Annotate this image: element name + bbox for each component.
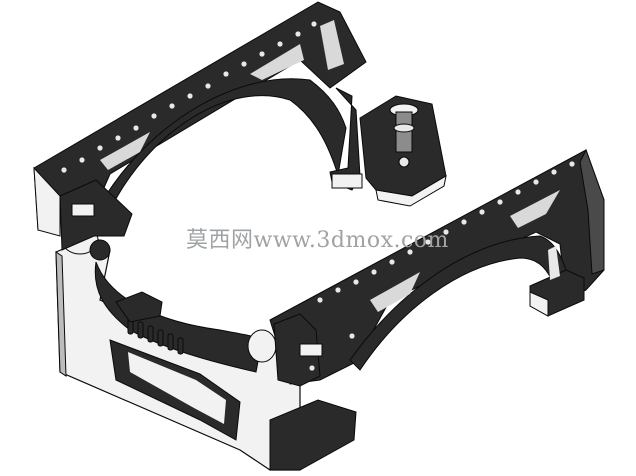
pivot-block-face — [375, 175, 447, 207]
base-window-inner — [128, 352, 226, 424]
bolt-hole-icon — [515, 189, 521, 195]
bolt-hole-icon — [151, 113, 157, 119]
rib-slot-icon — [71, 203, 95, 217]
rib-slot-icon — [100, 132, 150, 170]
bolt-hole-icon — [115, 135, 121, 141]
rib-slot-icon — [510, 190, 560, 228]
pivot-shaft-ring — [393, 123, 415, 133]
bolt-hole-icon — [133, 125, 139, 131]
front-arm-foot-face — [529, 291, 549, 317]
front-arm-end-face — [579, 148, 605, 275]
rib-slot-icon — [250, 44, 304, 80]
hinge-pivot-icon — [247, 329, 277, 363]
base-side-edge — [55, 251, 67, 377]
bolt-hole-icon — [259, 51, 265, 57]
base-tab — [115, 291, 163, 323]
bolt-hole-icon — [443, 229, 449, 235]
bolt-hole-row — [61, 21, 317, 173]
bolt-hole-icon — [187, 93, 193, 99]
bolt-hole-icon — [205, 83, 211, 89]
bolt-hole-icon — [79, 157, 85, 163]
bolt-hole-icon — [407, 249, 413, 255]
bolt-hole-icon — [425, 239, 431, 245]
bolt-hole-icon — [461, 219, 467, 225]
base-foot — [269, 399, 357, 471]
bolt-hole-icon — [389, 259, 395, 265]
bolt-hole-icon — [241, 61, 247, 67]
bolt-hole-icon — [533, 179, 539, 185]
center-pivot-block[interactable] — [359, 95, 447, 207]
bolt-hole-icon — [277, 41, 283, 47]
watermark-text: 莫西网www.3dmox.com — [186, 228, 449, 253]
rear-arm-cap — [59, 179, 133, 251]
bolt-hole-icon — [353, 279, 359, 285]
bolt-hole-icon — [317, 297, 323, 303]
front-frame-arm[interactable] — [269, 148, 605, 387]
rear-frame-arm[interactable] — [33, 1, 367, 237]
clamp-bracket-icon — [273, 313, 321, 387]
bolt-hole-row — [309, 161, 575, 371]
bolt-hole-icon — [309, 365, 315, 371]
bolt-hole-icon — [97, 145, 103, 151]
rib-slot-icon — [320, 20, 344, 70]
comb-fingers — [127, 317, 184, 355]
rear-arm-foot — [331, 173, 363, 189]
rib-slot-icon — [548, 246, 560, 280]
bolt-hole-icon — [295, 31, 301, 37]
bolt-hole-icon — [569, 161, 575, 167]
bolt-hole-icon — [551, 169, 557, 175]
bolt-hole-icon — [349, 333, 355, 339]
bolt-hole-icon — [311, 21, 317, 27]
rib-slot-icon — [370, 272, 420, 312]
bolt-hole-icon — [335, 287, 341, 293]
bolt-hole-icon — [61, 167, 67, 173]
rear-arm-side-face — [33, 166, 61, 237]
hinge-pivot-icon — [89, 239, 111, 261]
bolt-hole-icon — [398, 156, 410, 168]
bolt-hole-icon — [371, 269, 377, 275]
rib-slot-icon — [299, 343, 323, 357]
bolt-hole-icon — [497, 199, 503, 205]
bolt-hole-icon — [479, 209, 485, 215]
bolt-hole-icon — [223, 71, 229, 77]
front-left-base[interactable] — [55, 179, 357, 471]
bolt-hole-icon — [169, 103, 175, 109]
